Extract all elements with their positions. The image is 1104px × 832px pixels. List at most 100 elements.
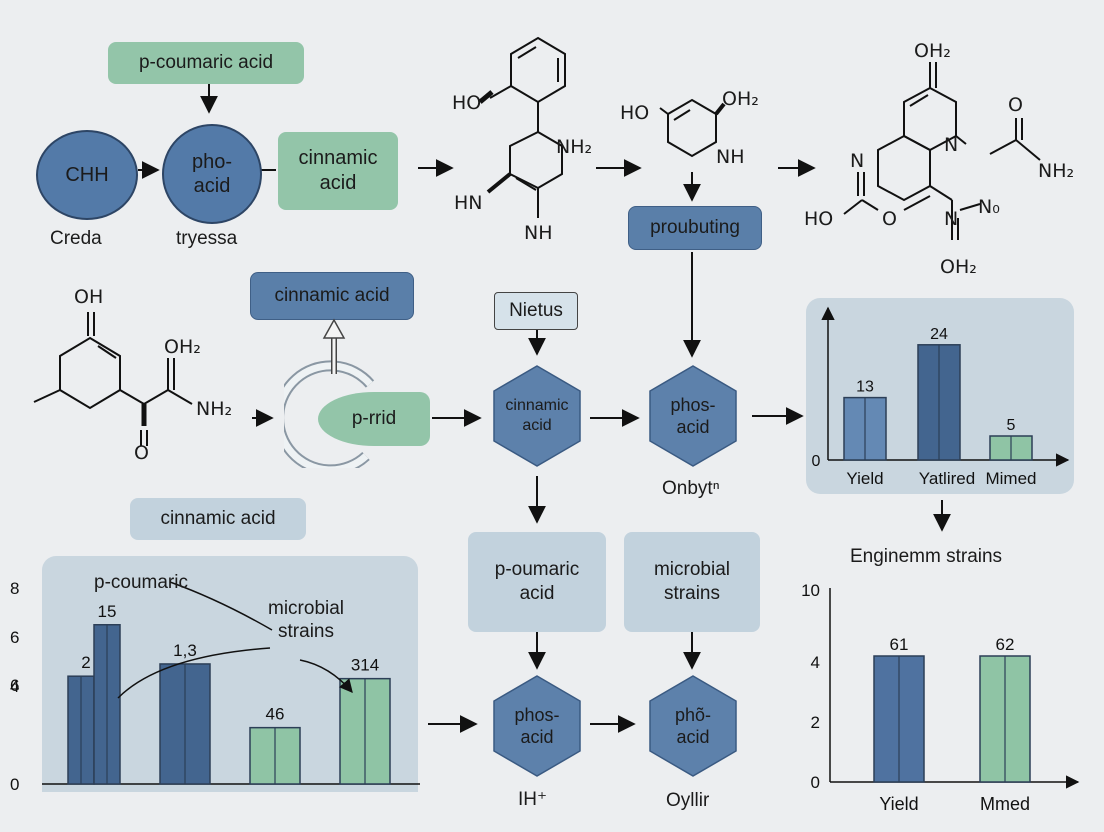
label-tryessa: tryessa [176,228,238,249]
chem-label-n: N [944,134,959,156]
chart1-data-label: 13 [856,379,874,396]
chart1-category-label: Mimed [985,469,1036,488]
chart3-category-label: Yield [879,794,918,814]
chart3-category-label: Mmed [980,794,1030,814]
chart1-data-label: 5 [1007,417,1016,434]
chem-label-nh: NH [524,222,553,244]
hex-node-phos-acid[interactable]: phos- acid [648,364,738,468]
label-cinnamic-acid: cinnamic acid [130,498,306,540]
chart-2-annotation-p-coumaric: p-coumaric [94,572,188,593]
node-label: cinnamic acid [160,508,276,530]
chart2-category-label: Inutatnun [336,795,407,796]
label-onbyt: Onbytⁿ [662,478,720,499]
hex-node-phos-acid-3[interactable]: phõ- acid [648,674,738,778]
node-label: pho- acid [191,151,233,197]
chart2-bar-0 [67,675,95,785]
chem-label-oh2: OH₂ [722,88,759,110]
chart1-bar-1 [917,344,961,461]
chem-label-n: N [944,208,959,230]
chart-2-annotation-arrows [117,581,353,699]
chem-label-nh2: NH₂ [1038,160,1075,182]
chem-label-hn: HN [454,192,483,214]
recycle-ring-icon [284,318,375,468]
hex-node-phos-acid-2[interactable]: phos- acid [492,674,582,778]
node-label: Nietus [509,300,563,322]
chart2-bar-stacked [93,624,121,785]
node-label: cinnamic acid [298,147,378,194]
chart2-data-label: 2 [81,653,90,672]
chart3-data-label: 61 [890,635,909,654]
chart3-y-tick: 0 [811,773,820,792]
chart2-data-label: 15 [98,602,117,621]
node-label: microbial strains [653,559,731,604]
node-p-rrid[interactable]: p-rrid [318,392,430,446]
structure-ring-4 [33,312,193,446]
node-label: p-rrid [351,408,397,430]
chem-label-o: O [882,208,897,230]
chart1-category-label: Yatlired [919,469,975,488]
node-label: p-coumaric acid [138,52,274,74]
chem-label-o: O [134,442,149,464]
node-proubuting[interactable]: proubuting [628,206,762,250]
chem-label-nh: NH [716,146,745,168]
chem-label-o: O [1008,94,1023,116]
hex-node-cinnamic-acid[interactable]: cinnamic acid [492,364,582,468]
chart3-y-tick: 2 [811,713,820,732]
chem-label-oh2: OH₂ [164,336,201,358]
structure-ring-2 [659,98,726,158]
chart2-y-tick: 6 [10,676,19,695]
chart3-bar-1 [979,655,1031,783]
chem-label-oh: OH [74,286,104,308]
chem-label-nh2: NH₂ [196,398,233,420]
structure-ring-3 [843,62,1041,240]
chem-label-ho: HO [452,92,482,114]
node-cinnamic-acid-blue[interactable]: cinnamic acid [250,272,414,320]
chem-label-oh2: OH₂ [914,40,951,62]
node-label: proubuting [650,217,740,239]
chart1-bar-0 [843,396,887,461]
node-microbial-strains[interactable]: microbial strains [624,532,760,632]
chart2-bar-3 [339,677,391,785]
node-label: phõ- acid [674,704,712,748]
chart2-category-label: Yield [68,795,105,796]
hexagon-shape [493,675,581,777]
label-ih-plus: IH⁺ [518,789,548,810]
chart3-data-label: 62 [996,635,1015,654]
chem-label-nh2: NH₂ [556,136,593,158]
node-label: cinnamic acid [505,397,569,434]
chart3-y-tick: 4 [811,653,820,672]
chart2-bar-2 [249,726,301,785]
node-label: phos- acid [514,704,560,748]
chart3-bar-0 [873,655,925,783]
structure-ring-1 [478,36,566,218]
node-label: p-oumaric acid [494,559,580,604]
chart1-category-label: Yield [846,469,883,488]
chem-label-n: N [850,150,865,172]
node-pho-acid[interactable]: pho- acid [162,124,262,224]
chart2-data-label: 1,3 [173,641,197,660]
label-engineered-strains: Enginemm strains [850,546,1003,567]
node-chh[interactable]: CHH [36,130,138,220]
chart2-bar-1 [159,663,211,785]
chem-label-oh2: OH₂ [940,256,977,278]
chem-label-n0: N₀ [978,196,1000,218]
chart2-category-label: Yield [166,795,203,796]
chart2-y-tick: 8 [10,579,19,598]
node-cinnamic-acid[interactable]: cinnamic acid [278,132,398,210]
chart3-y-tick: 10 [801,581,820,600]
label-creda: Creda [50,228,102,249]
chart2-y-tick: 0 [10,775,19,794]
node-nietus[interactable]: Nietus [494,292,578,330]
hexagon-shape [649,675,737,777]
chart1-bar-2 [989,435,1033,461]
node-label: CHH [65,164,109,186]
node-p-oumaric-acid[interactable]: p-oumaric acid [468,532,606,632]
node-label: phos- acid [670,394,716,438]
node-p-coumaric-acid[interactable]: p-coumaric acid [108,42,304,84]
chart2-y-tick: 6 [10,628,19,647]
